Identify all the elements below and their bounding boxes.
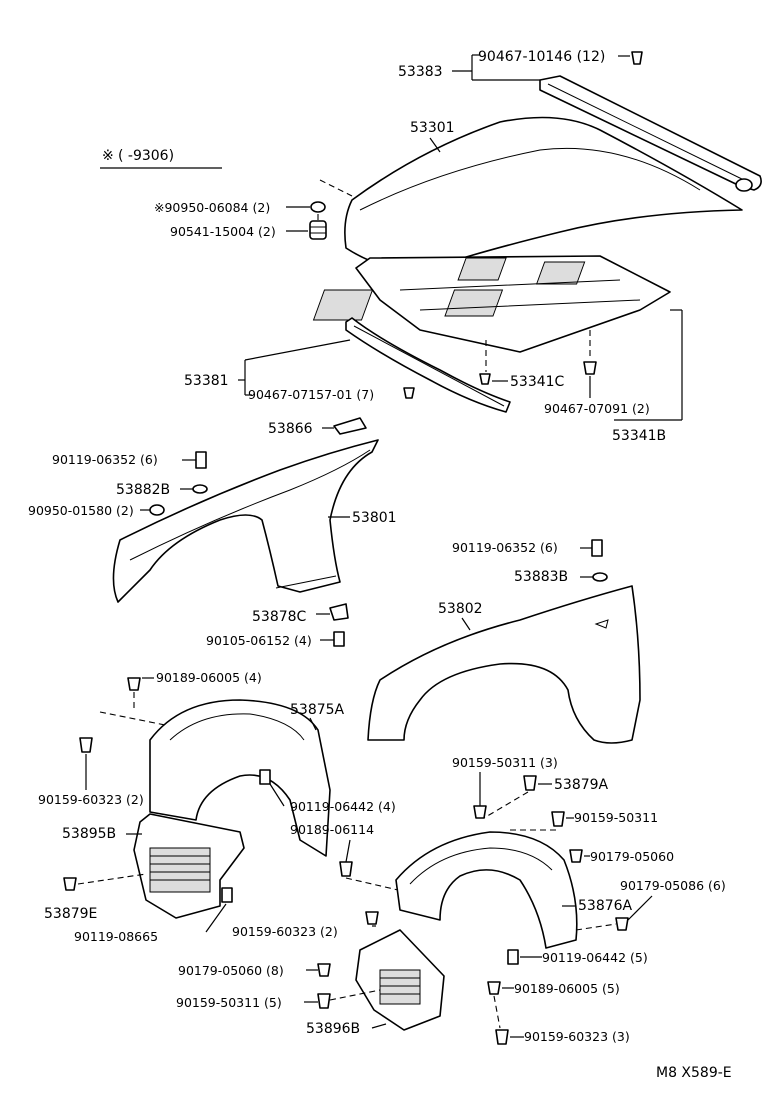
label-90159-60323-a: 90159-60323 (2) <box>38 792 144 807</box>
clip-icon <box>583 361 597 375</box>
cushion-icon <box>149 504 165 516</box>
label-90179-05086: 90179-05086 (6) <box>620 878 726 893</box>
label-90950-06084: ※90950-06084 (2) <box>154 200 270 215</box>
label-90189-06005-b: 90189-06005 (5) <box>514 981 620 996</box>
splash-shield-53896B <box>355 929 445 1031</box>
label-53341C: 53341C <box>510 374 565 390</box>
nut-icon <box>592 572 608 582</box>
bolt-icon <box>221 887 233 903</box>
bolt-icon <box>195 451 207 469</box>
nut-icon <box>192 484 208 494</box>
label-53876A: 53876A <box>578 898 633 914</box>
clip-icon <box>403 387 415 399</box>
label-90541-15004: 90541-15004 (2) <box>170 224 276 239</box>
label-90467-07091: 90467-07091 (2) <box>544 401 650 416</box>
label-53341B: 53341B <box>612 428 666 444</box>
bracket-53878C <box>329 603 349 621</box>
label-53895B: 53895B <box>62 826 116 842</box>
bolt-icon <box>333 631 345 647</box>
bolt-icon <box>507 949 519 965</box>
clip-icon <box>127 677 141 691</box>
fender-seal-53866 <box>333 417 367 435</box>
label-90119-08665: 90119-08665 <box>74 929 158 944</box>
label-53879E: 53879E <box>44 906 97 922</box>
clip-icon <box>523 775 537 791</box>
clip-icon <box>551 811 565 827</box>
label-90189-06005-a: 90189-06005 (4) <box>156 670 262 685</box>
label-53301: 53301 <box>410 120 455 136</box>
label-53878C: 53878C <box>252 609 307 625</box>
label-53801: 53801 <box>352 510 397 526</box>
label-53883B: 53883B <box>514 569 568 585</box>
fender-liner-left <box>149 699 331 857</box>
label-90159-50311-b: 90159-50311 <box>574 810 658 825</box>
clip-icon <box>317 993 331 1009</box>
label-90179-05060-b: 90179-05060 (8) <box>178 963 284 978</box>
bolt-icon <box>259 769 271 785</box>
label-90159-50311-c: 90159-50311 (5) <box>176 995 282 1010</box>
bumper-icon <box>309 220 327 240</box>
fender-liner-right <box>395 829 578 949</box>
note-symbol: ※ <box>102 148 114 164</box>
label-53879A: 53879A <box>554 777 609 793</box>
label-90467-10146: 90467-10146 (12) <box>478 49 605 65</box>
label-90105-06152: 90105-06152 (4) <box>206 633 312 648</box>
label-90119-06442-b: 90119-06442 (5) <box>542 950 648 965</box>
label-90119-06352-b: 90119-06352 (6) <box>452 540 558 555</box>
label-53875A: 53875A <box>290 702 345 718</box>
date-range-note: ※ ( -9306) <box>100 148 222 169</box>
note-range: ( -9306) <box>118 148 174 164</box>
clip-icon <box>365 911 379 925</box>
label-90159-50311-a: 90159-50311 (3) <box>452 755 558 770</box>
label-90950-01580: 90950-01580 (2) <box>28 503 134 518</box>
label-53866: 53866 <box>268 421 313 437</box>
label-53802: 53802 <box>438 601 483 617</box>
label-90159-60323-b: 90159-60323 (2) <box>232 924 338 939</box>
clip-icon <box>487 981 501 995</box>
hood-front-seal <box>345 317 511 413</box>
cushion-icon <box>310 201 326 213</box>
clip-icon <box>339 861 353 877</box>
label-90119-06442-a: 90119-06442 (4) <box>290 799 396 814</box>
clip-icon <box>479 373 491 385</box>
label-53381: 53381 <box>184 373 229 389</box>
label-90467-07157: 90467-07157-01 (7) <box>248 387 374 402</box>
clip-icon <box>569 849 583 863</box>
clip-icon <box>631 51 643 65</box>
front-fender-right <box>367 585 641 744</box>
bolt-icon <box>591 539 603 557</box>
label-53882B: 53882B <box>116 482 170 498</box>
hood-weatherstrip <box>539 75 762 192</box>
clip-icon <box>79 737 93 753</box>
label-90179-05060-a: 90179-05060 <box>590 849 674 864</box>
diagram-code: M8 X589-E <box>656 1065 732 1081</box>
clip-icon <box>615 917 629 931</box>
clip-icon <box>495 1029 509 1045</box>
clip-icon <box>63 877 77 891</box>
label-90159-60323-c: 90159-60323 (3) <box>524 1029 630 1044</box>
hood-insulator <box>312 255 671 353</box>
clip-icon <box>317 963 331 977</box>
label-53896B: 53896B <box>306 1021 360 1037</box>
splash-shield-53895B <box>133 813 245 919</box>
clip-icon <box>473 805 487 819</box>
front-fender-left <box>112 439 379 603</box>
label-90119-06352-a: 90119-06352 (6) <box>52 452 158 467</box>
label-53383: 53383 <box>398 64 443 80</box>
label-90189-06114: 90189-06114 <box>290 822 374 837</box>
